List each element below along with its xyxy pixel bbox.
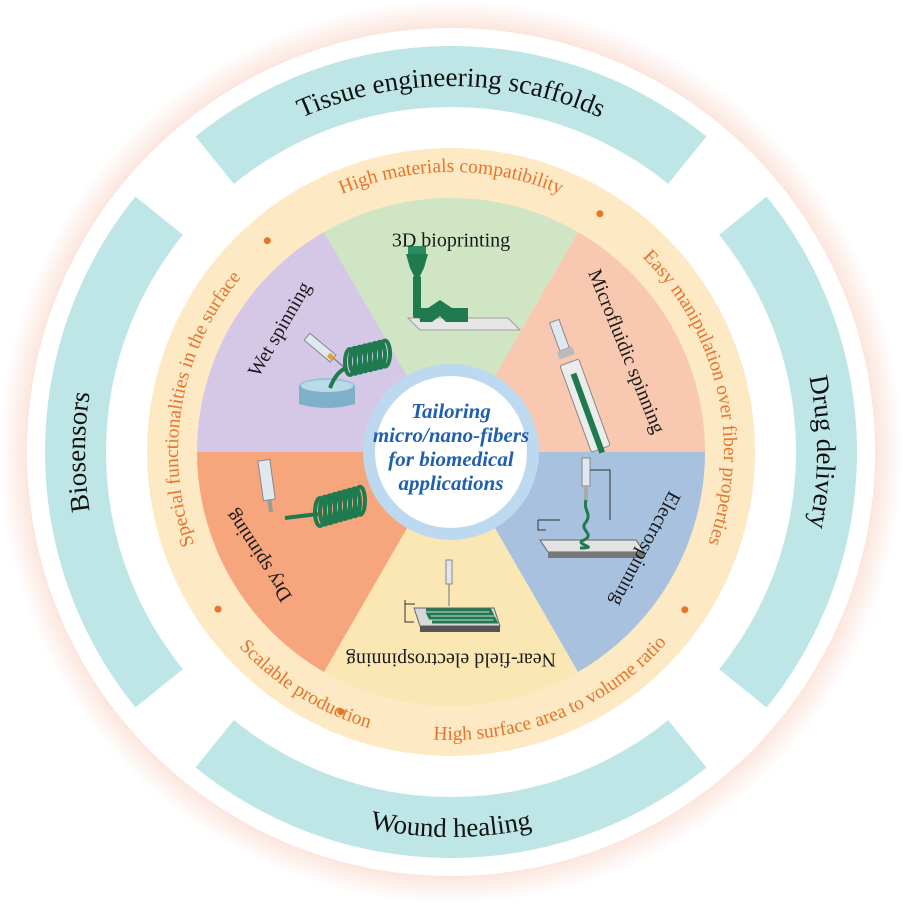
application-bands [45, 45, 858, 858]
method-icons [257, 246, 645, 632]
feature-bullet [337, 708, 345, 716]
feature-bullet [263, 237, 271, 245]
band-wound-healing [154, 687, 748, 858]
band-gap [133, 667, 236, 770]
method-sectors [197, 197, 705, 706]
band-gap [133, 134, 236, 237]
electrospinning-setup-icon [537, 457, 645, 558]
microfluidic-chip-icon [548, 318, 611, 454]
method-label: 3D bioprinting [392, 230, 510, 252]
center-title-line: for biomedical [388, 447, 514, 471]
center-disc [375, 376, 527, 528]
dry-spinning-syringe-icon [257, 458, 367, 528]
feature-bullet [214, 605, 222, 613]
method-label: Near-field electrospinning [346, 648, 556, 670]
band-biosensors [45, 155, 216, 749]
band-gap [666, 134, 769, 237]
feature-bullet [596, 210, 604, 218]
center-title-line: Tailoring [411, 399, 491, 423]
center-title-line: micro/nano-fibers [373, 423, 529, 447]
band-drug-delivery [686, 155, 858, 749]
wet-spinning-bath-icon [299, 332, 392, 408]
band-tissue-engineering [154, 45, 748, 217]
bioprinter-icon [406, 246, 522, 331]
near-field-setup-icon [404, 559, 501, 632]
feature-bullet [681, 606, 689, 614]
center-title-line: applications [398, 471, 503, 495]
band-gap [666, 667, 769, 770]
